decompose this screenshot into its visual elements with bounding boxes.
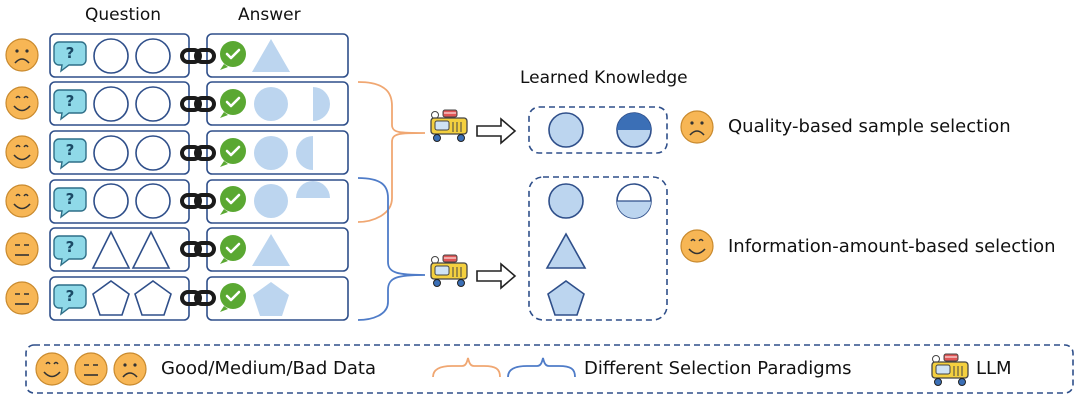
bad-face-icon — [113, 352, 147, 386]
arrow-icon — [476, 263, 516, 289]
question-circle — [135, 86, 171, 122]
answer-header: Answer — [238, 5, 301, 25]
information-brace — [357, 177, 426, 321]
legend-box — [25, 344, 1074, 394]
answer-half-circle — [296, 136, 313, 170]
bad-face-icon — [680, 110, 714, 144]
question-circle — [135, 38, 171, 74]
legend-data-quality-label: Good/Medium/Bad Data — [161, 358, 377, 379]
question-circle — [135, 135, 171, 171]
llm-icon — [931, 353, 969, 387]
answer-shapes — [252, 39, 330, 316]
good-face-icon — [680, 229, 714, 263]
llm-icon — [430, 254, 468, 288]
answer-circle — [254, 87, 288, 121]
good-face-icon — [35, 352, 69, 386]
answer-boxes — [206, 33, 349, 321]
question-circle — [93, 183, 129, 219]
medium-face-icon — [5, 281, 39, 315]
knowledge-circle — [548, 183, 584, 219]
knowledge-triangle — [545, 232, 587, 269]
good-face-icon — [5, 86, 39, 120]
good-face-icon — [5, 184, 39, 218]
knowledge-partial-fill — [617, 201, 651, 218]
question-triangle — [91, 230, 131, 269]
question-pentagon — [92, 280, 130, 316]
information-knowledge-box — [528, 176, 668, 321]
question-header: Question — [85, 5, 162, 25]
question-boxes — [49, 33, 190, 321]
legend-information-brace — [507, 357, 576, 378]
answer-dome — [296, 181, 330, 198]
quality-brace — [357, 81, 426, 223]
learned-knowledge-title: Learned Knowledge — [520, 68, 688, 88]
answer-triangle — [252, 234, 290, 266]
question-triangle — [131, 230, 171, 269]
arrow-icon — [476, 118, 516, 144]
quality-knowledge-box — [528, 106, 668, 154]
question-pentagon — [134, 280, 172, 316]
llm-icon — [430, 109, 468, 143]
answer-pentagon — [253, 282, 289, 316]
question-circle — [93, 135, 129, 171]
information-selection-label: Information-amount-based selection — [728, 236, 1056, 257]
knowledge-pentagon — [547, 280, 585, 316]
answer-half-circle — [313, 87, 330, 121]
legend-quality-brace — [432, 357, 501, 378]
question-shapes — [91, 38, 172, 316]
quality-selection-label: Quality-based sample selection — [728, 116, 1011, 137]
legend-paradigms-label: Different Selection Paradigms — [584, 358, 852, 379]
answer-circle — [254, 184, 288, 218]
answer-circle — [254, 136, 288, 170]
question-circle — [93, 38, 129, 74]
bad-face-icon — [5, 38, 39, 72]
medium-face-icon — [74, 352, 108, 386]
legend-llm-label: LLM — [976, 358, 1012, 379]
knowledge-circle — [548, 112, 584, 148]
medium-face-icon — [5, 232, 39, 266]
question-circle — [93, 86, 129, 122]
good-face-icon — [5, 135, 39, 169]
question-circle — [135, 183, 171, 219]
knowledge-half-filled-top — [617, 113, 651, 130]
answer-triangle — [252, 39, 290, 72]
